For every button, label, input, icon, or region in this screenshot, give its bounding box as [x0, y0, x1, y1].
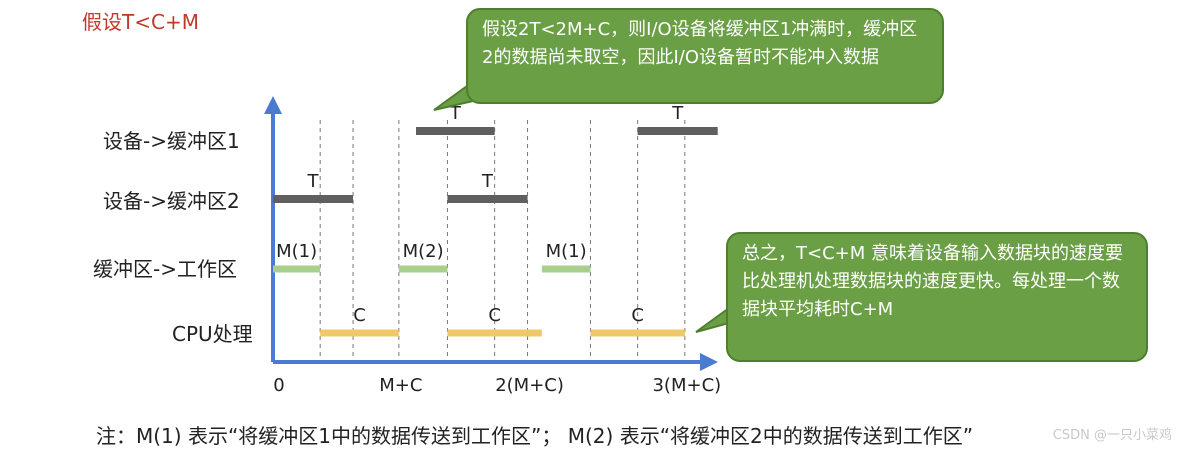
dashed-guides	[319, 120, 686, 362]
segment-bar	[447, 195, 528, 203]
x-tick-label: 2(M+C)	[495, 375, 564, 396]
row-label-cpu: CPU处理	[172, 322, 253, 346]
segment-bar	[273, 195, 354, 203]
segment-bar	[273, 265, 321, 273]
diagram-title: 假设T<C+M	[82, 10, 199, 34]
x-ticks: 0 M+C 2(M+C) 3(M+C)	[273, 375, 721, 396]
segment-label: M(1)	[546, 241, 587, 262]
segment-label: T	[481, 171, 494, 192]
segment-label: M(2)	[403, 241, 444, 262]
segment-label: C	[631, 305, 644, 326]
row-label-device-buffer1: 设备->缓冲区1	[103, 129, 240, 153]
x-axis-arrow-icon	[700, 353, 718, 371]
segment-bar	[541, 265, 591, 273]
footnote: 注：M(1) 表示“将缓冲区1中的数据传送到工作区”； M(2) 表示“将缓冲区…	[96, 424, 974, 448]
segment-bar	[637, 127, 718, 135]
row-label-device-buffer2: 设备->缓冲区2	[103, 189, 240, 213]
segment-bar	[398, 265, 448, 273]
segment-label: C	[488, 305, 501, 326]
segment-label: T	[307, 171, 320, 192]
callout-right: 总之，T<C+M 意味着设备输入数据块的速度要比处理机处理数据块的速度更快。每处…	[726, 232, 1148, 362]
segment-label: M(1)	[276, 241, 317, 262]
segment-label: T	[449, 103, 462, 124]
segments: T T T T M(1) M(2) M(1) C C C	[273, 103, 718, 337]
axes	[264, 96, 718, 371]
segment-label: C	[353, 305, 366, 326]
row-label-buffer-workarea: 缓冲区->工作区	[93, 257, 237, 281]
x-tick-label: 3(M+C)	[652, 375, 721, 396]
callout-top: 假设2T<2M+C，则I/O设备将缓冲区1冲满时，缓冲区2的数据尚未取空，因此I…	[466, 8, 944, 104]
segment-bar	[447, 329, 542, 337]
x-tick-label: M+C	[379, 375, 422, 396]
segment-label: T	[671, 103, 684, 124]
watermark: CSDN @一只小菜鸡	[1052, 428, 1172, 443]
x-tick-label: 0	[273, 375, 284, 396]
segment-bar	[590, 329, 685, 337]
segment-bar	[416, 127, 495, 135]
y-axis-arrow-icon	[264, 96, 282, 114]
segment-bar	[320, 329, 399, 337]
